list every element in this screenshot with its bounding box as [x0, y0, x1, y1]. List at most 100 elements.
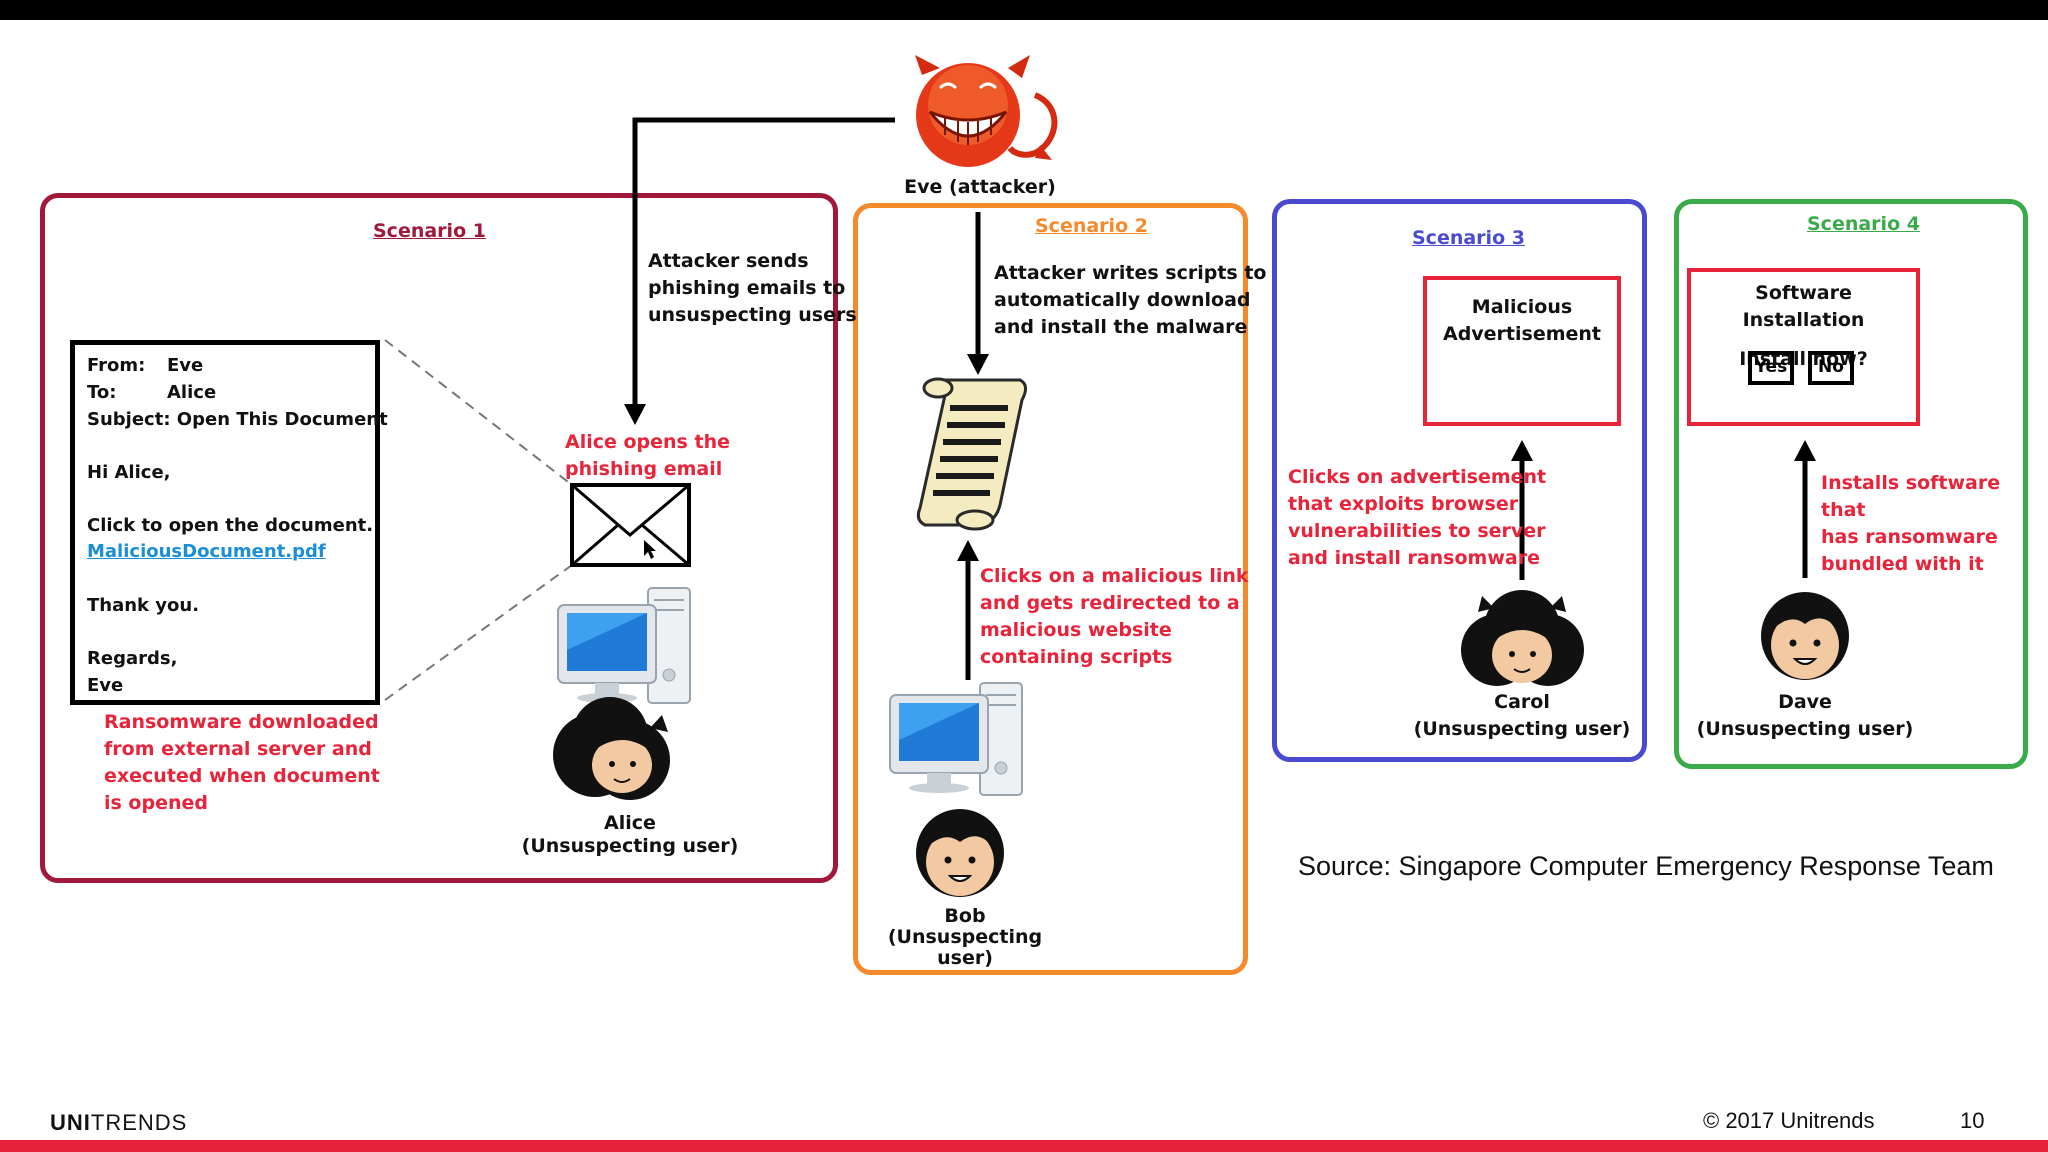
scenario-2-frame	[853, 203, 1248, 975]
text-line: Installs software that	[1821, 472, 2001, 521]
scenario-1-arrow-text: Attacker sends phishing emails to unsusp…	[648, 248, 857, 329]
install-title: Software Installation	[1742, 282, 1865, 331]
text-line: and install ransomware	[1288, 547, 1540, 569]
to-label: To:	[87, 382, 117, 403]
dave-label: Dave (Unsuspecting user)	[1690, 689, 1920, 743]
scroll-icon	[916, 377, 1027, 531]
page-number: 10	[1960, 1108, 1985, 1133]
email-signature: Eve	[87, 675, 124, 696]
arrow-dave-to-installer	[1794, 440, 1816, 578]
alice-label: Alice (Unsuspecting user)	[520, 812, 740, 858]
no-button[interactable]: No	[1808, 351, 1854, 385]
subject-label: Subject:	[87, 409, 171, 430]
bob-label: Bob (Unsuspecting user)	[860, 906, 1070, 969]
alice-avatar	[553, 697, 670, 800]
text-line: containing scripts	[980, 646, 1173, 668]
computer-icon-bob	[889, 682, 1023, 796]
copyright: © 2017 Unitrends	[1703, 1108, 1875, 1133]
text-line: phishing emails to	[648, 277, 846, 299]
text-line: Clicks on advertisement	[1288, 466, 1547, 488]
devil-icon	[915, 55, 1058, 167]
text-line: Malicious	[1471, 296, 1573, 318]
carol-label: Carol (Unsuspecting user)	[1412, 689, 1632, 743]
dave-avatar	[1761, 592, 1849, 680]
attacker-label: Eve (attacker)	[904, 176, 1056, 198]
text-line: Attacker writes scripts to	[994, 262, 1267, 284]
malicious-link-note: Clicks on a malicious link and gets redi…	[980, 563, 1249, 671]
top-bar	[0, 0, 2048, 20]
install-note: Installs software that has ransomware bu…	[1821, 470, 2048, 578]
email-to: To: Alice	[87, 382, 216, 403]
arrow-attacker-to-alice	[624, 117, 895, 425]
user-name: Dave	[1778, 691, 1832, 713]
user-name: Alice	[604, 812, 656, 834]
text-line: Ransomware downloaded	[104, 711, 379, 733]
text-line: phishing email	[565, 458, 723, 480]
yes-button[interactable]: Yes	[1748, 351, 1794, 385]
text-line: Alice opens the	[565, 431, 730, 453]
user-role: (Unsuspecting user)	[521, 835, 739, 857]
text-line: and install the malware	[994, 316, 1248, 338]
email-from: From: Eve	[87, 355, 203, 376]
user-role: (Unsuspecting user)	[887, 926, 1043, 969]
from-label: From:	[87, 355, 146, 376]
text-line: Attacker sends	[648, 250, 809, 272]
text-line: malicious website	[980, 619, 1172, 641]
arrow-carol-to-ad	[1511, 440, 1533, 580]
software-installation-box: Software Installation Install now? Yes N…	[1687, 268, 1920, 426]
zoom-line-bottom	[384, 564, 573, 701]
source-caption: Source: Singapore Computer Emergency Res…	[1298, 851, 1994, 881]
install-question: Install now?	[1739, 348, 1868, 370]
envelope-icon	[570, 483, 691, 567]
scenario-2-title: Scenario 2	[1035, 215, 1148, 237]
user-name: Bob	[944, 905, 986, 927]
unitrends-logo: UNITRENDS	[50, 1110, 187, 1136]
user-role: (Unsuspecting user)	[1413, 718, 1631, 740]
logo-bold: UNI	[50, 1110, 91, 1135]
text-line: unsuspecting users	[648, 304, 857, 326]
subject-value: Open This Document	[176, 409, 388, 430]
text-line: automatically download	[994, 289, 1251, 311]
advertisement-note: Clicks on advertisement that exploits br…	[1288, 464, 1546, 572]
text-line: Clicks on a malicious link	[980, 565, 1249, 587]
text-line: has ransomware	[1821, 526, 1998, 548]
email-thanks: Thank you.	[87, 595, 200, 616]
ransomware-note: Ransomware downloaded from external serv…	[104, 709, 380, 817]
malicious-advertisement-box: Malicious Advertisement	[1423, 276, 1621, 426]
malicious-document-link[interactable]: MaliciousDocument.pdf	[87, 541, 326, 562]
email-regards: Regards,	[87, 648, 178, 669]
text-line: and gets redirected to a	[980, 592, 1240, 614]
bottom-accent-bar	[0, 1140, 2048, 1152]
scenario-1-title: Scenario 1	[373, 220, 486, 242]
scenario-4-title: Scenario 4	[1807, 213, 1920, 235]
scenario-3-frame	[1272, 199, 1647, 762]
scenario-4-frame	[1674, 199, 2028, 769]
user-role: (Unsuspecting user)	[1696, 718, 1914, 740]
logo-light: TRENDS	[90, 1110, 188, 1135]
ad-title: Malicious Advertisement	[1427, 294, 1617, 348]
alice-opens-note: Alice opens the phishing email	[565, 429, 730, 483]
scenario-3-title: Scenario 3	[1412, 227, 1525, 249]
text-line: that exploits browser	[1288, 493, 1519, 515]
text-line: executed when document	[104, 765, 380, 787]
carol-avatar	[1461, 590, 1584, 686]
email-greeting: Hi Alice,	[87, 462, 171, 483]
text-line: bundled with it	[1821, 553, 1984, 575]
text-line: from external server and	[104, 738, 372, 760]
email-subject: Subject: Open This Document	[87, 409, 388, 430]
text-line: is opened	[104, 792, 208, 814]
phishing-email: From: Eve To: Alice Subject: Open This D…	[70, 340, 388, 705]
text-line: vulnerabilities to server	[1288, 520, 1546, 542]
arrow-bob-to-script	[957, 540, 979, 680]
arrow-attacker-to-script	[967, 212, 989, 375]
scenario-1-frame	[40, 193, 838, 883]
email-body: Click to open the document.	[87, 515, 374, 536]
computer-icon-alice	[557, 587, 691, 704]
from-value: Eve	[167, 355, 204, 376]
zoom-line-top	[384, 339, 573, 486]
bob-avatar	[916, 809, 1004, 897]
user-name: Carol	[1494, 691, 1550, 713]
text-line: Advertisement	[1442, 323, 1602, 345]
scenario-2-arrow-text: Attacker writes scripts to automatically…	[994, 260, 1266, 341]
